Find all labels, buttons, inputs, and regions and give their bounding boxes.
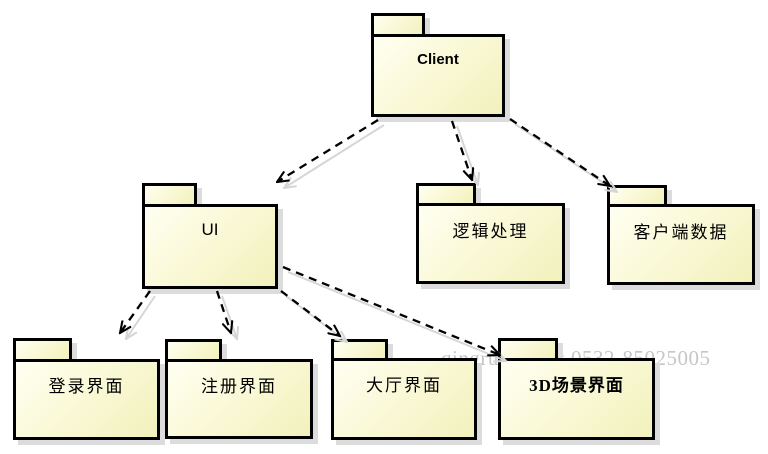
edge-ui-to-lobby [280,290,340,336]
package-login-ui: 登录界面 [13,338,166,441]
package-body: UI [142,204,278,289]
package-label: 登录界面 [48,377,125,396]
package-client: Client [371,13,511,118]
edge-client-to-logic [450,120,472,180]
package-ui: UI [142,183,284,290]
package-label: UI [201,220,219,239]
package-body: 大厅界面 [331,358,477,440]
package-lobby-ui: 大厅界面 [331,339,483,441]
package-logic: 逻辑处理 [416,183,571,285]
package-body: 客户端数据 [607,204,755,285]
package-register-ui: 注册界面 [165,339,319,440]
package-body: Client [371,34,505,117]
package-label: 逻辑处理 [452,222,529,241]
package-body: 3D场景界面 [498,358,655,440]
package-body: 逻辑处理 [416,203,565,284]
package-body: 注册界面 [165,359,313,439]
edge-client-to-ui [277,119,379,182]
edge-ui-to-register [215,290,231,333]
package-scene3d-ui: 3D场景界面 [498,338,661,441]
package-label: 注册界面 [201,377,277,396]
package-label: Client [417,51,459,68]
edge-ui-to-login [120,290,151,333]
package-tab-icon [371,13,425,37]
package-label: 大厅界面 [366,376,442,395]
package-client-data: 客户端数据 [607,185,761,286]
package-label: 3D场景界面 [529,376,624,395]
package-body: 登录界面 [13,359,160,440]
edge-client-to-client-data [509,118,610,186]
package-label: 客户端数据 [633,223,729,242]
